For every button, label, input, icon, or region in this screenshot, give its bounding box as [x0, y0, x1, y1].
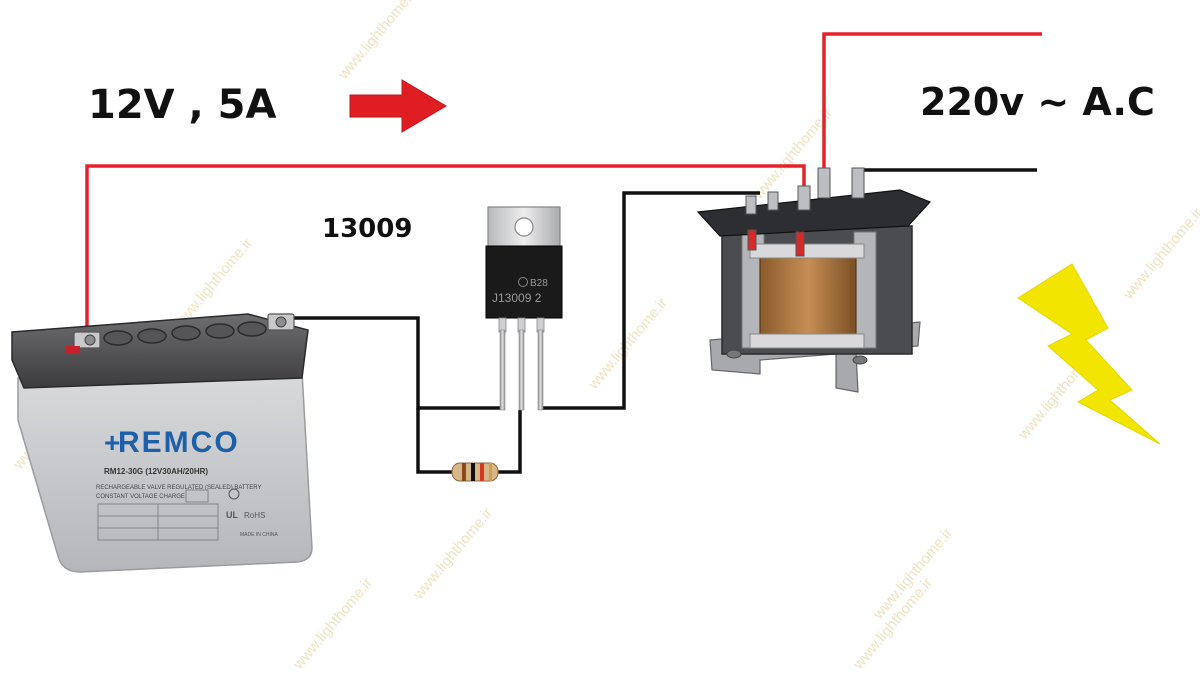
collector-wire-to-transformer: [540, 191, 760, 410]
battery-type-2: CONSTANT VOLTAGE CHARGE: [96, 494, 185, 500]
battery-cell-caps: [103, 321, 267, 346]
transistor-part-label: 13009: [322, 214, 413, 244]
battery-model: RM12-30G (12V30AH/20HR): [104, 467, 208, 476]
resistor-right-lead: [495, 410, 522, 474]
battery-type-1: RECHARGEABLE VALVE REGULATED (SEALED) BA…: [96, 485, 262, 491]
positive-wire-battery-to-transformer: [85, 164, 806, 330]
battery-positive-terminal: [66, 331, 101, 354]
transformer-coil: [759, 255, 857, 339]
watermark-text: www.lighthome.ir: [584, 295, 671, 394]
transistor: B28 J13009 2: [485, 206, 563, 411]
battery-negative-terminal: [267, 313, 295, 331]
battery-body: [17, 371, 313, 573]
battery-brand: REMCO: [118, 426, 240, 459]
transistor-logo: [518, 277, 528, 287]
resistor: [451, 462, 499, 482]
battery-spec-table: [97, 489, 219, 541]
input-voltage-label: 12V , 5A: [88, 82, 277, 128]
output-voltage-label: 220v ~ A.C: [920, 80, 1155, 124]
battery-made-in: MADE IN CHINA: [240, 532, 278, 538]
lightning-bolt-icon: [1017, 263, 1161, 445]
watermark-text: www.lighthome.ir: [334, 0, 421, 83]
svg-text:RoHS: RoHS: [244, 511, 265, 520]
transformer: [696, 167, 932, 393]
battery: REMCO + RM12-30G (12V30AH/20HR) RECHARGE…: [11, 313, 313, 573]
transistor-mount-hole: [514, 217, 534, 237]
transistor-marking-2: J13009 2: [492, 291, 542, 305]
negative-wire-battery-to-transistor: [290, 316, 504, 410]
wires: [85, 32, 1042, 474]
resistor-left-lead: [416, 408, 455, 474]
transformer-terminals: [745, 167, 865, 257]
watermark-text: www.lighthome.ir: [409, 505, 496, 604]
arrow-right-icon: [349, 79, 447, 133]
positive-wire-output: [822, 32, 1042, 170]
svg-text:UL: UL: [226, 510, 238, 520]
battery-certification-icons: UL RoHS: [226, 488, 265, 520]
battery-plus-mark: +: [104, 427, 120, 458]
transistor-body: [485, 245, 563, 319]
transistor-marking-1: B28: [530, 278, 548, 289]
watermark-text: www.lighthome.ir: [289, 575, 376, 674]
transistor-legs: [498, 317, 545, 411]
watermark-text: www.lighthome.ir: [1119, 205, 1200, 304]
transformer-top-frame: [696, 189, 932, 237]
